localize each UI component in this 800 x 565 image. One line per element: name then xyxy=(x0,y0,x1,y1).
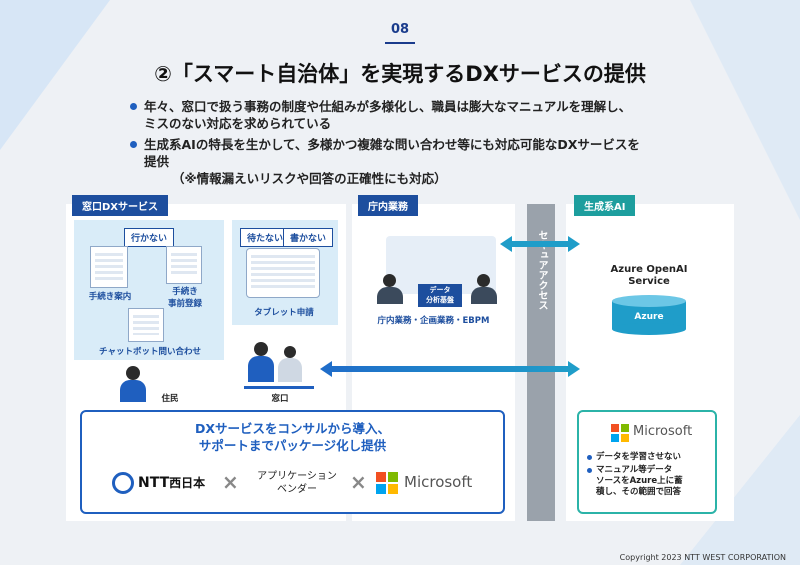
data-platform-label: データ 分析基盤 xyxy=(418,284,462,307)
microsoft-logo-icon xyxy=(611,424,629,442)
arrow-internal-ai xyxy=(510,241,570,247)
bullet-text: 年々、窓口で扱う事務の制度や仕組みが多様化し、職員は膨大なマニュアルを理解し、 xyxy=(144,99,632,114)
phone-image xyxy=(166,246,202,284)
secure-access-bar xyxy=(527,204,555,521)
corner-decoration xyxy=(690,0,800,220)
page-number: 08 xyxy=(390,22,410,37)
app-vendor-label: アプリケーション ベンダー xyxy=(252,470,342,496)
point-text: マニュアル等データ xyxy=(596,465,673,475)
microsoft-text: Microsoft xyxy=(633,424,693,439)
counter-label: 窓口 xyxy=(271,394,289,404)
bullet-item: 生成系AIの特長を生かして、多様かつ複雑な問い合わせ等にも対応可能なDXサービス… xyxy=(130,136,690,187)
bullet-dot xyxy=(587,468,592,473)
bullet-item: 年々、窓口で扱う事務の制度や仕組みが多様化し、職員は膨大なマニュアルを理解し、 … xyxy=(130,98,690,132)
label-line: 分析基盤 xyxy=(426,296,454,304)
cross-mark: × xyxy=(222,470,239,494)
tablet-label: タブレット申請 xyxy=(254,308,314,318)
slide-title: ②「スマート自治体」を実現するDXサービスの提供 xyxy=(154,62,646,86)
internal-tag: 庁内業務 xyxy=(358,195,418,216)
ikanai-label: 行かない xyxy=(124,228,175,247)
copyright: Copyright 2023 NTT WEST CORPORATION xyxy=(619,553,786,562)
microsoft-box: Microsoft データを学習させない マニュアル等データ ソースをAzure… xyxy=(577,410,717,514)
ntt-sub-text: 西日本 xyxy=(169,476,206,490)
bullet-list: 年々、窓口で扱う事務の制度や仕組みが多様化し、職員は膨大なマニュアルを理解し、 … xyxy=(130,98,690,191)
window-dx-tag: 窓口DXサービス xyxy=(72,195,169,216)
tetsuzuki-annai-label: 手続き案内 xyxy=(88,292,132,302)
dx-package-title: DXサービスをコンサルから導入、 サポートまでパッケージ化し提供 xyxy=(82,420,503,454)
bullet-dot xyxy=(587,455,592,460)
label-line: ベンダー xyxy=(277,484,317,495)
azure-cylinder xyxy=(612,295,686,335)
microsoft-logo-text: Microsoft xyxy=(404,473,473,491)
bullet-text: ミスのない対応を求められている xyxy=(144,116,332,131)
point-item: マニュアル等データ ソースをAzure上に蓄 積し、その範囲で回答 xyxy=(587,465,711,498)
internal-caption: 庁内業務・企画業務・EBPM xyxy=(377,316,490,326)
cross-mark: × xyxy=(350,470,367,494)
resident-label: 住民 xyxy=(161,394,179,404)
ntt-logo-icon xyxy=(112,472,134,494)
label-line: 事前登録 xyxy=(167,299,202,309)
dx-package-box: DXサービスをコンサルから導入、 サポートまでパッケージ化し提供 NTT西日本 … xyxy=(80,410,505,514)
label-line: 手続き xyxy=(172,287,198,297)
resident-person-icon xyxy=(118,366,148,402)
point-text: 積し、その範囲で回答 xyxy=(596,487,682,497)
ntt-text: NTT xyxy=(138,475,170,491)
ntt-logo-text: NTT西日本 xyxy=(138,474,205,491)
microsoft-logo-icon xyxy=(376,472,398,494)
arrow-window-ai xyxy=(330,366,570,372)
staff-icon xyxy=(376,274,404,304)
bullet-note: （※情報漏えいリスクや回答の正確性にも対応） xyxy=(172,171,447,186)
arrow-head-right xyxy=(568,236,580,252)
label-line: データ xyxy=(429,286,451,294)
secure-access-label: セキュアアクセス xyxy=(536,230,547,310)
azure-cylinder-label: Azure xyxy=(634,312,664,322)
arrow-head-left xyxy=(320,361,332,377)
kakanai-label: 書かない xyxy=(283,228,334,247)
phone-image xyxy=(128,308,164,342)
label-line: Service xyxy=(628,276,670,287)
bullet-text: 生成系AIの特長を生かして、多様かつ複雑な問い合わせ等にも対応可能なDXサービス… xyxy=(144,137,640,152)
bullet-text: 提供 xyxy=(144,154,170,169)
phone-image xyxy=(90,246,128,288)
label-line: アプリケーション xyxy=(257,471,337,482)
azure-openai-label: Azure OpenAI Service xyxy=(586,264,712,288)
tablet-image xyxy=(246,248,320,298)
page-number-underline xyxy=(385,42,415,44)
counter-staff-icon xyxy=(246,342,306,386)
chatbot-label: チャットボット問い合わせ xyxy=(99,347,201,357)
point-text: データを学習させない xyxy=(596,452,682,462)
gen-ai-tag: 生成系AI xyxy=(574,195,636,216)
counter-desk xyxy=(244,386,314,389)
title-line: DXサービスをコンサルから導入、 xyxy=(194,421,390,436)
staff-icon xyxy=(470,274,498,304)
arrow-head-left xyxy=(500,236,512,252)
point-item: データを学習させない xyxy=(587,452,711,463)
point-text: ソースをAzure上に蓄 xyxy=(596,476,683,486)
tetsuzuki-jizen-label: 手続き 事前登録 xyxy=(160,285,210,309)
label-line: Azure OpenAI xyxy=(610,264,688,275)
microsoft-points: データを学習させない マニュアル等データ ソースをAzure上に蓄 積し、その範… xyxy=(587,452,711,498)
corner-decoration xyxy=(0,0,110,150)
arrow-head-right xyxy=(568,361,580,377)
title-line: サポートまでパッケージ化し提供 xyxy=(198,438,387,453)
